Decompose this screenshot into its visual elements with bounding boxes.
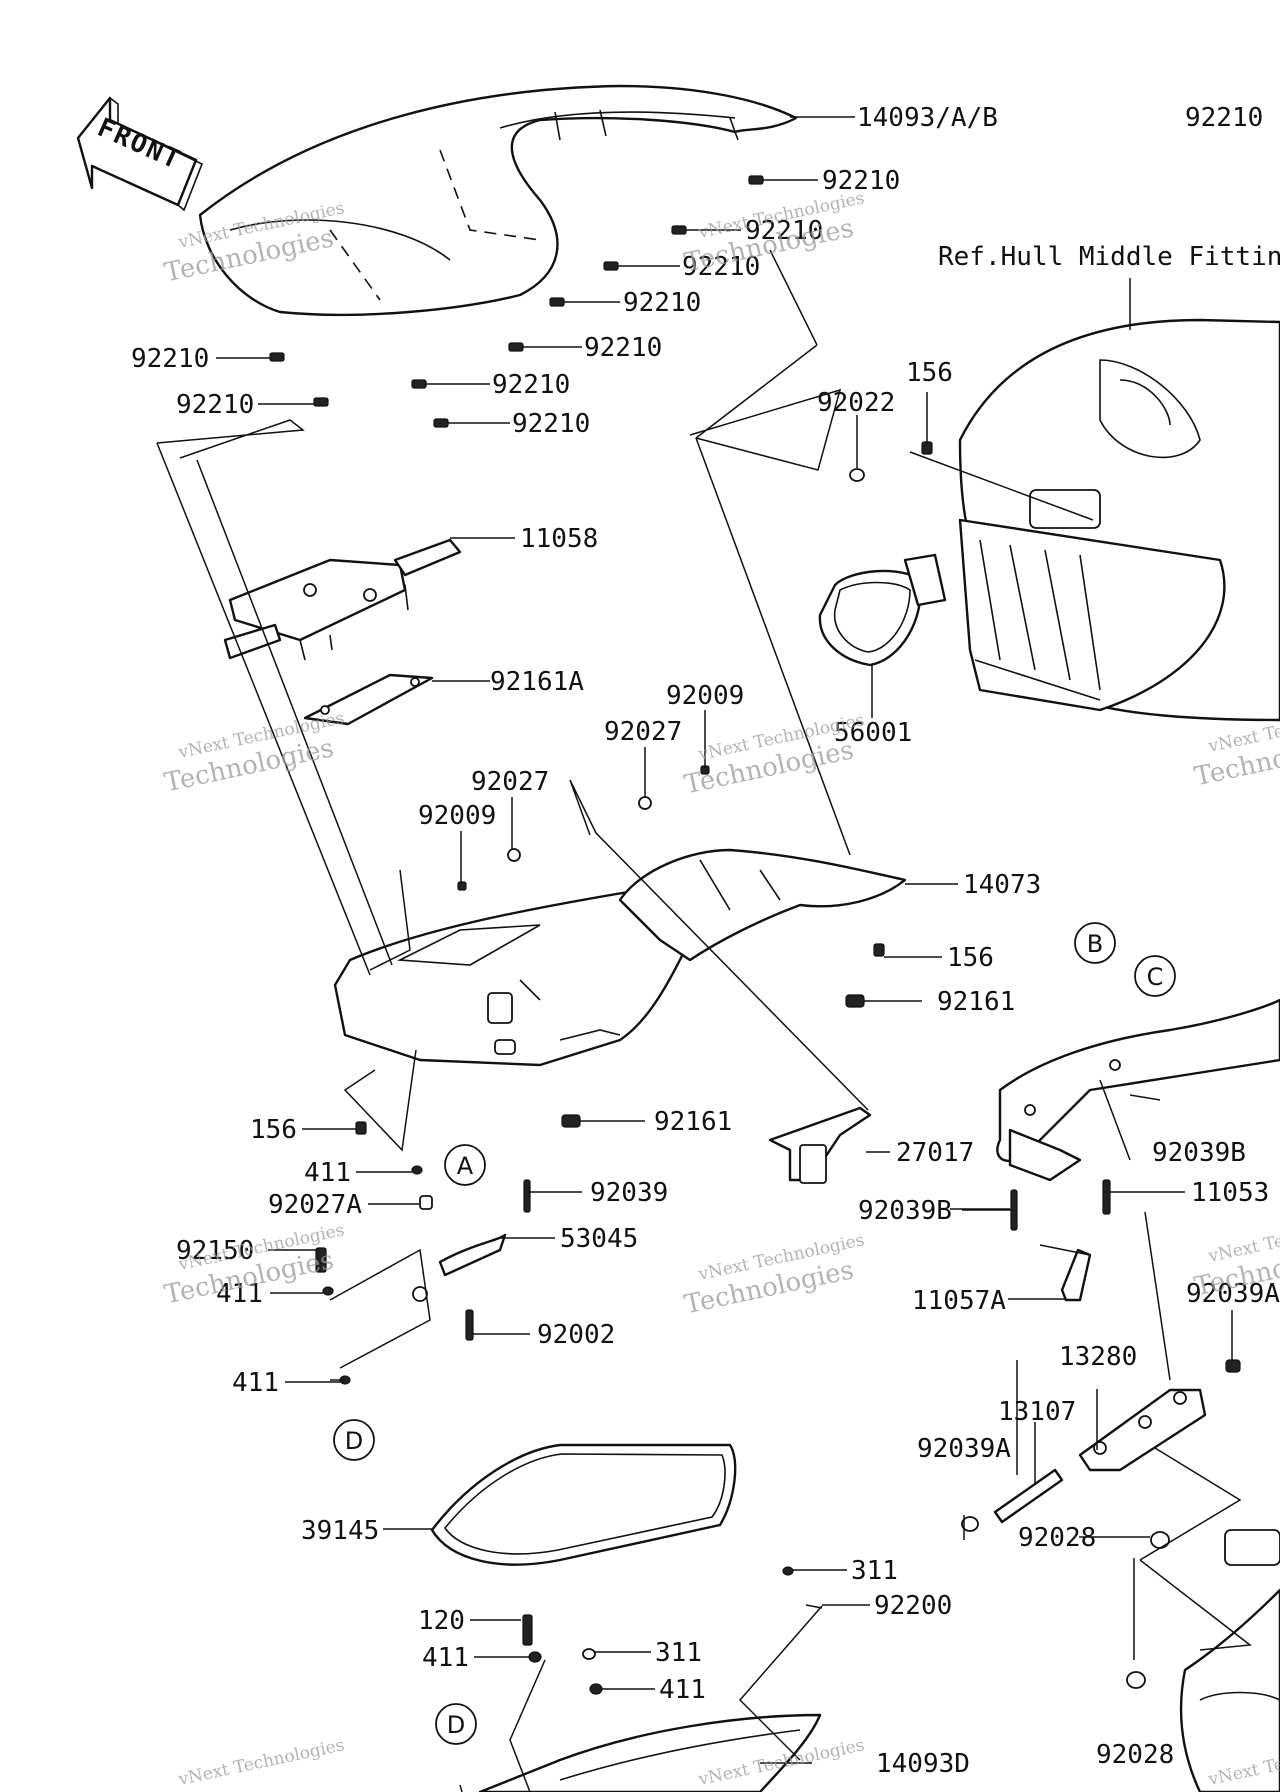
callout-53045: 53045 <box>560 1224 638 1254</box>
callout-92009: 92009 <box>666 681 744 711</box>
svg-text:B: B <box>1087 930 1103 958</box>
callout-14093D: 14093D <box>876 1749 970 1779</box>
top-cover-part <box>198 84 798 317</box>
callout-56001: 56001 <box>834 718 912 748</box>
callout-92161: 92161 <box>937 987 1015 1017</box>
callout-92210: 92210 <box>682 252 760 282</box>
callout-92039A: 92039A <box>917 1434 1011 1464</box>
gasket-part-92161A <box>303 673 434 726</box>
callout-14093-a-b: 14093/A/B <box>857 103 998 133</box>
bottom-cover-part-14093D <box>478 1713 822 1792</box>
callout-11058: 11058 <box>520 524 598 554</box>
callout-92039A: 92039A <box>1186 1279 1280 1309</box>
lower-right-bracket <box>1179 1529 1280 1792</box>
callout-92210: 92210 <box>176 390 254 420</box>
callout-411: 411 <box>422 1643 469 1673</box>
callout-92210: 92210 <box>822 166 900 196</box>
section-marker-d: D <box>333 1419 375 1461</box>
hull-middle-reference <box>958 318 1280 722</box>
callout-92210: 92210 <box>131 344 209 374</box>
svg-text:D: D <box>345 1427 363 1455</box>
callout-311: 311 <box>851 1556 898 1586</box>
callout-92027A: 92027A <box>268 1190 362 1220</box>
callout-92210: 92210 <box>492 370 570 400</box>
callout-156: 156 <box>947 943 994 973</box>
callout-27017: 27017 <box>896 1138 974 1168</box>
svg-text:vNext Technologies: vNext Technologies <box>176 1735 346 1790</box>
watermark: vNext Technologies Technologies <box>162 708 346 798</box>
section-marker-d-lower: D <box>435 1703 477 1745</box>
callout-92150: 92150 <box>176 1236 254 1266</box>
bracket-part-11058 <box>223 538 462 661</box>
watermark: vNext Technologies Technologies <box>682 1230 866 1320</box>
callout-92161A: 92161A <box>490 667 584 697</box>
reference-label: Ref.Hull Middle Fittings <box>938 242 1280 272</box>
callout-120: 120 <box>418 1606 465 1636</box>
callout-92039B: 92039B <box>858 1196 952 1226</box>
callout-92028: 92028 <box>1018 1523 1096 1553</box>
side-bracket-assembly <box>996 998 1280 1182</box>
seal-part-39145 <box>430 1443 737 1566</box>
callout-labels: 14093/A/B 92210 92210 92210 92210 92210 … <box>131 103 1280 1779</box>
callout-92210: 92210 <box>584 333 662 363</box>
watermark: vNext Technologies Technologies <box>682 188 866 278</box>
callout-156: 156 <box>906 358 953 388</box>
callout-92028: 92028 <box>1096 1740 1174 1770</box>
callout-11057A: 11057A <box>912 1286 1006 1316</box>
callout-92002: 92002 <box>537 1320 615 1350</box>
callout-92210: 92210 <box>1185 103 1263 133</box>
callout-156: 156 <box>250 1115 297 1145</box>
callout-39145: 39145 <box>301 1516 379 1546</box>
callout-92210: 92210 <box>745 216 823 246</box>
watermark: vNext Technologies <box>176 1735 346 1790</box>
tray-assembly <box>333 848 907 1067</box>
section-markers: A B C D D <box>333 922 1176 1745</box>
callout-13280: 13280 <box>1059 1342 1137 1372</box>
callout-92210: 92210 <box>512 409 590 439</box>
callout-11053: 11053 <box>1191 1178 1269 1208</box>
callout-411: 411 <box>659 1675 706 1705</box>
callout-14073: 14073 <box>963 870 1041 900</box>
callout-92039B: 92039B <box>1152 1138 1246 1168</box>
svg-text:D: D <box>447 1711 465 1739</box>
callout-311: 311 <box>655 1638 702 1668</box>
section-marker-a: A <box>444 1144 486 1186</box>
section-marker-c: C <box>1134 955 1176 997</box>
cap-part-27017 <box>768 1106 872 1184</box>
mirror-part-56001 <box>818 553 947 667</box>
callout-92200: 92200 <box>874 1591 952 1621</box>
clip-nuts <box>269 175 764 428</box>
callout-411: 411 <box>216 1279 263 1309</box>
callout-92022: 92022 <box>817 388 895 418</box>
watermark: vNext Technologies Technologies <box>682 710 866 800</box>
callout-13107: 13107 <box>998 1397 1076 1427</box>
leader-lines <box>156 249 1252 1792</box>
section-marker-b: B <box>1074 922 1116 964</box>
callout-92039: 92039 <box>590 1178 668 1208</box>
svg-text:A: A <box>457 1152 474 1180</box>
svg-text:C: C <box>1147 963 1164 991</box>
callout-92210: 92210 <box>623 288 701 318</box>
callout-411: 411 <box>304 1158 351 1188</box>
callout-411: 411 <box>232 1368 279 1398</box>
callout-92009: 92009 <box>418 801 496 831</box>
pin-part-13107 <box>993 1468 1064 1524</box>
callout-92027: 92027 <box>471 767 549 797</box>
callout-leaders <box>216 116 1233 1764</box>
small-fasteners <box>315 441 1241 1695</box>
plate-part-13280 <box>1078 1388 1207 1472</box>
front-arrow-icon: FRONT <box>76 96 204 212</box>
callout-92161: 92161 <box>654 1107 732 1137</box>
callout-92027: 92027 <box>604 717 682 747</box>
